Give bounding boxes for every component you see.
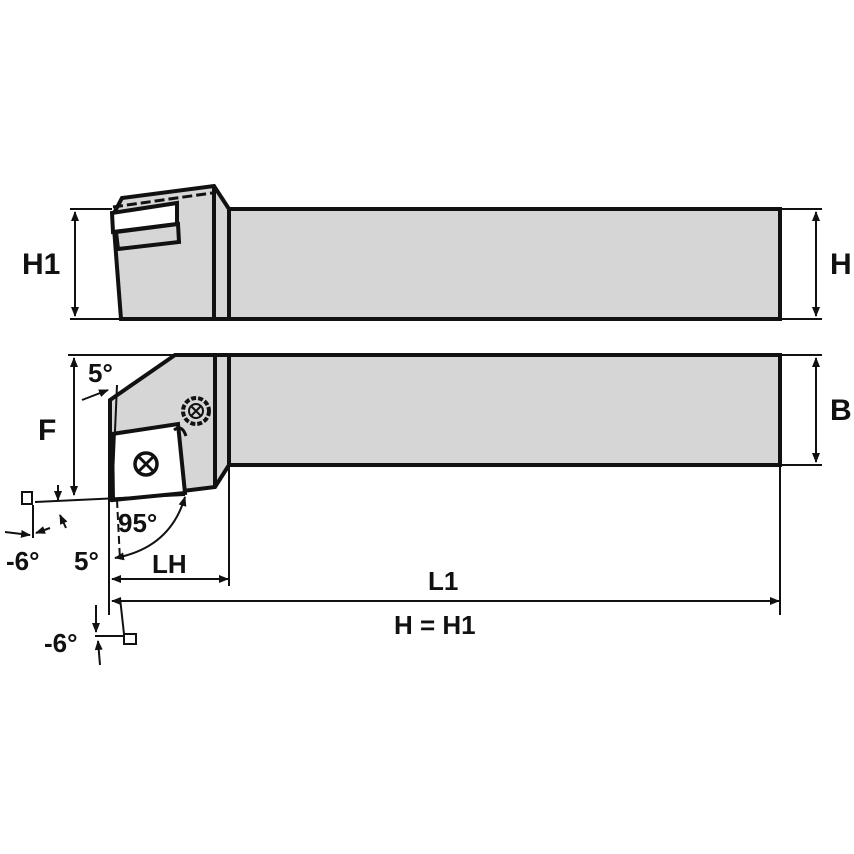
clamp-screw-icon [173, 396, 211, 437]
top-view [4, 353, 822, 666]
label-h1: H1 [22, 248, 60, 281]
label-angle-5-top: 5° [88, 358, 113, 388]
insert-hole-icon [133, 451, 159, 477]
label-angle-5-clearance: 5° [74, 546, 99, 576]
label-f: F [38, 414, 56, 447]
label-angle-95: 95° [118, 508, 157, 538]
label-h: H [830, 248, 852, 281]
label-l1: L1 [428, 566, 458, 596]
side-view [70, 183, 822, 321]
label-b: B [830, 394, 852, 427]
label-lh: LH [152, 549, 187, 579]
label-angle-neg6-left: -6° [6, 546, 40, 576]
label-angle-neg6-bottom: -6° [44, 628, 78, 658]
label-h-equals-h1: H = H1 [394, 610, 476, 640]
top-shank [227, 353, 782, 467]
side-shank [227, 207, 782, 321]
